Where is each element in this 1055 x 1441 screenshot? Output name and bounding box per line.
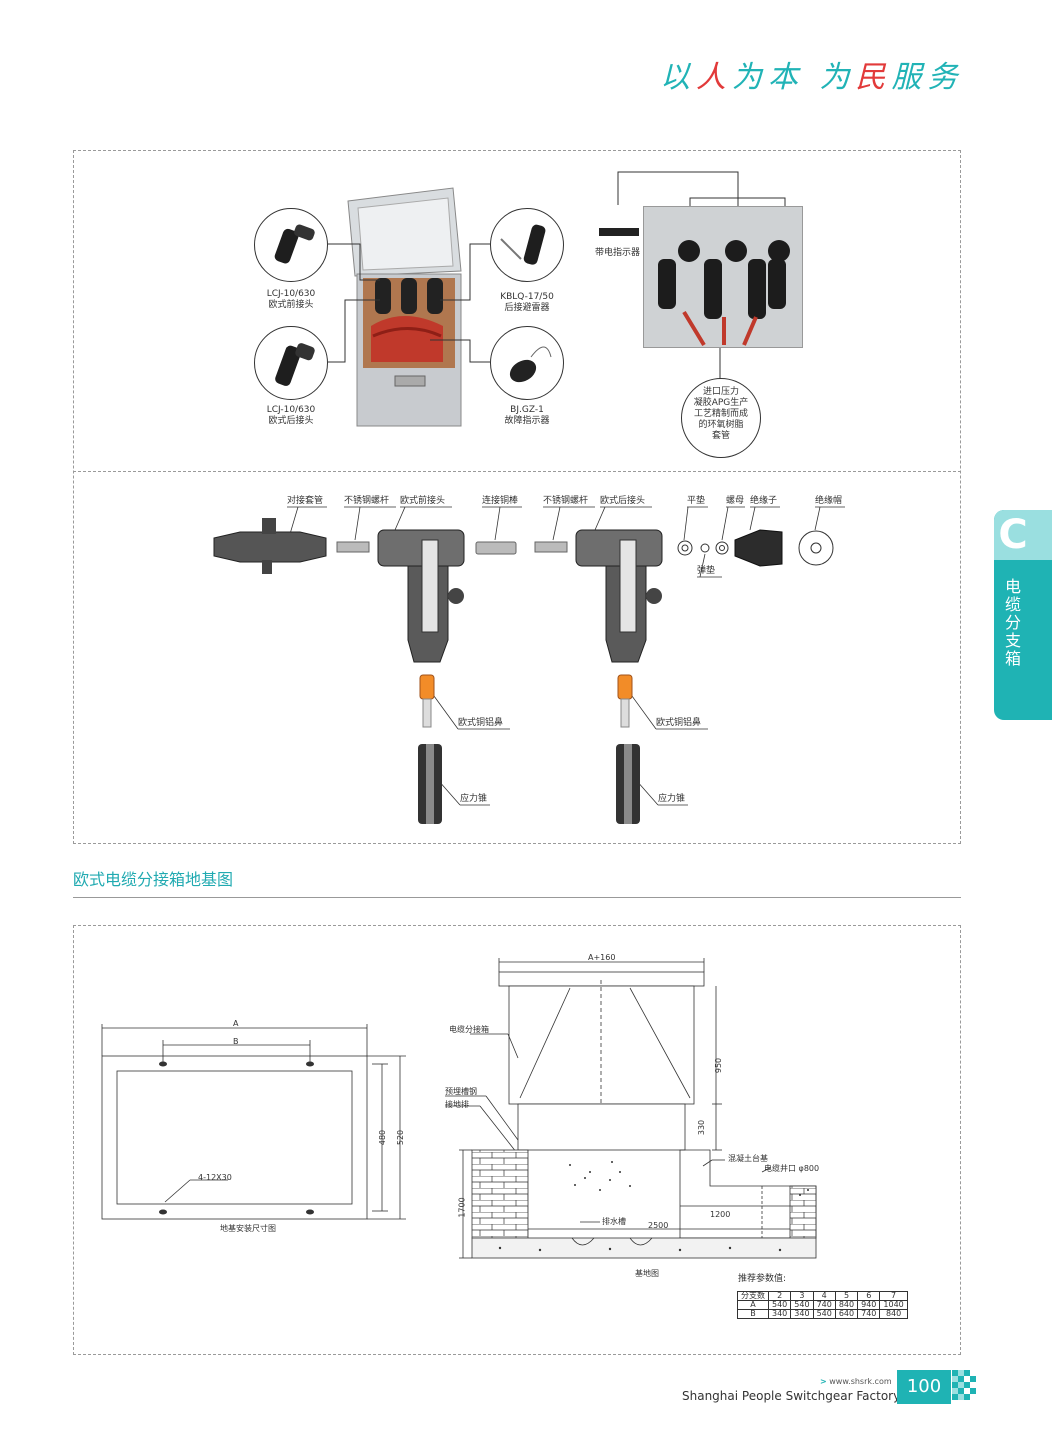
live-indicator-image xyxy=(599,228,639,236)
side-tab-letter: C xyxy=(998,512,1028,558)
dim-330-label: 330 xyxy=(697,1119,707,1136)
footer-company: Shanghai People Switchgear Factory xyxy=(682,1389,901,1403)
fault-indicator-image xyxy=(490,326,564,400)
stress-cone-2-label: 应力锥 xyxy=(658,794,686,804)
left-caption: 地基安装尺寸图 xyxy=(220,1224,276,1233)
page-number: 100 xyxy=(897,1370,951,1404)
dim-1200-label: 1200 xyxy=(710,1210,731,1219)
ground-bar-label: 接地排 xyxy=(445,1100,469,1109)
footer-url[interactable]: > www.shsrk.com xyxy=(820,1377,892,1386)
insulator-label: 绝缘子 xyxy=(750,496,778,506)
dim-480-label: 480 xyxy=(378,1129,388,1146)
side-tab-header xyxy=(994,510,1052,560)
cabinet-photo xyxy=(343,186,465,430)
dim-950-label: 950 xyxy=(714,1057,724,1074)
foundation-drawing xyxy=(101,958,817,1259)
lug-2-label: 欧式铜铝鼻 xyxy=(656,718,702,728)
front-connector-label: 欧式前接头 xyxy=(400,496,446,506)
dim-1700-label: 1700 xyxy=(457,1197,467,1218)
section-title: 欧式电缆分接箱地基图 xyxy=(73,870,234,889)
lug-1-label: 欧式铜铝鼻 xyxy=(458,718,504,728)
ss-bolt-2-label: 不锈钢螺杆 xyxy=(543,496,589,506)
concrete-label: 混凝土台基 xyxy=(728,1154,768,1163)
insulating-cap-label: 绝缘帽 xyxy=(815,496,843,506)
drain-label: 排水槽 xyxy=(602,1217,626,1226)
arrow-icon: > xyxy=(820,1377,827,1386)
butt-bushing-label: 对接套管 xyxy=(287,496,324,506)
flat-washer-label: 平垫 xyxy=(687,496,706,506)
params-title: 推荐参数值: xyxy=(738,1274,787,1284)
dim-a160-label: A+160 xyxy=(588,953,616,962)
lcj-back-connector-image xyxy=(254,326,328,400)
stress-cone-1-label: 应力锥 xyxy=(460,794,488,804)
dim-b-label: B xyxy=(233,1037,239,1046)
dim-a-label: A xyxy=(233,1019,239,1028)
bushing-callout: 进口压力凝胶APG生产工艺精制而成的环氧树脂套管 xyxy=(681,378,761,458)
lcj-front-connector-image xyxy=(254,208,328,282)
bushing-photo xyxy=(643,206,803,348)
foundation-panel xyxy=(73,925,961,1355)
checker-pattern-icon xyxy=(952,1370,976,1400)
section-title-rule xyxy=(73,897,961,898)
components-panel xyxy=(73,150,961,844)
box-label: 电缆分接箱 xyxy=(449,1025,489,1034)
well-mouth-label: 电缆井口 φ800 xyxy=(764,1164,820,1173)
dim-520-label: 520 xyxy=(396,1129,406,1146)
right-caption: 基地图 xyxy=(635,1269,659,1278)
copper-rod-label: 连接铜棒 xyxy=(482,496,519,506)
spring-washer-label: 弹垫 xyxy=(697,566,716,576)
channel-steel-label: 预埋槽钢 xyxy=(445,1087,477,1096)
back-connector-shape xyxy=(575,529,663,663)
back-connector-label: 欧式后接头 xyxy=(600,496,646,506)
nut-label: 螺母 xyxy=(726,496,745,506)
front-connector-shape xyxy=(377,529,465,663)
butt-bushing-shape xyxy=(213,518,327,574)
ss-bolt-1-label: 不锈钢螺杆 xyxy=(344,496,390,506)
panel-separator xyxy=(73,471,961,472)
exploded-view-drawing xyxy=(213,506,845,824)
holes-label: 4-12X30 xyxy=(198,1173,232,1182)
dim-2500-label: 2500 xyxy=(648,1221,669,1230)
kblq-arrester-image xyxy=(490,208,564,282)
live-indicator-label: 带电指示器 xyxy=(595,248,641,258)
slogan: 以人为本 为民服务 xyxy=(660,60,964,95)
side-tab-text: 电缆分支箱 xyxy=(1004,577,1021,668)
